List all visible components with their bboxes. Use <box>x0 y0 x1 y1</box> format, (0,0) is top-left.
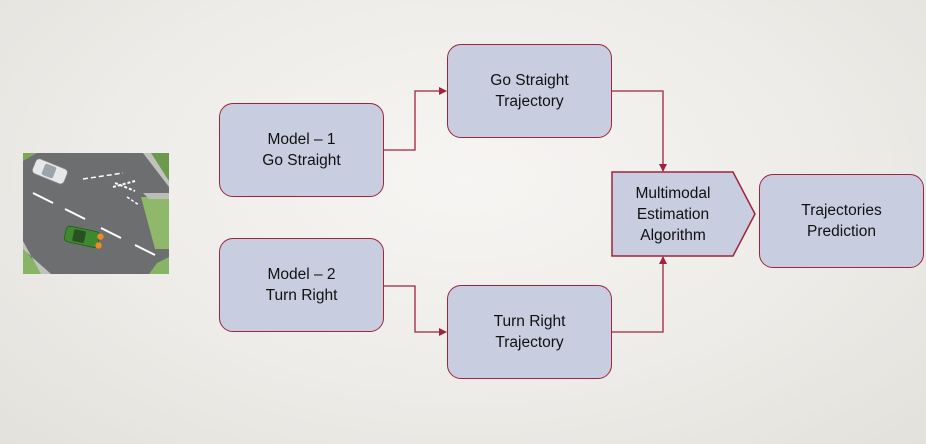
estimation-pentagon-shape <box>611 171 756 257</box>
go-straight-trajectory-line1: Go Straight <box>490 72 569 89</box>
estimation-line2: Estimation <box>636 205 710 223</box>
trajectories-prediction-line1: Trajectories <box>801 202 882 219</box>
trajectories-prediction-box: Trajectories Prediction <box>759 174 924 268</box>
turn-right-trajectory-line1: Turn Right <box>493 313 566 330</box>
estimation-line3: Algorithm <box>640 226 706 244</box>
intersection-scene-illustration <box>23 153 169 274</box>
model-2-title: Model – 2 <box>267 266 336 283</box>
connector-turnright-to-estimation <box>612 256 667 333</box>
estimation-line1: Multimodal <box>635 184 711 202</box>
model-2-subtitle: Turn Right <box>265 287 338 304</box>
model-2-turn-right-box: Model – 2 Turn Right <box>219 238 384 332</box>
turn-right-trajectory-box: Turn Right Trajectory <box>447 285 612 379</box>
go-straight-trajectory-box: Go Straight Trajectory <box>447 44 612 138</box>
multimodal-estimation-algorithm-label: Multimodal Estimation Algorithm <box>613 172 733 256</box>
connector-model1-to-gostraight <box>384 87 447 151</box>
turn-right-trajectory-line2: Trajectory <box>495 334 564 351</box>
connector-model2-to-turnright <box>384 285 447 336</box>
connector-gostraight-to-estimation <box>612 90 667 172</box>
model-1-title: Model – 1 <box>267 131 336 148</box>
model-1-subtitle: Go Straight <box>262 152 341 169</box>
trajectories-prediction-line2: Prediction <box>807 223 876 240</box>
go-straight-trajectory-line2: Trajectory <box>495 93 564 110</box>
model-1-go-straight-box: Model – 1 Go Straight <box>219 103 384 197</box>
